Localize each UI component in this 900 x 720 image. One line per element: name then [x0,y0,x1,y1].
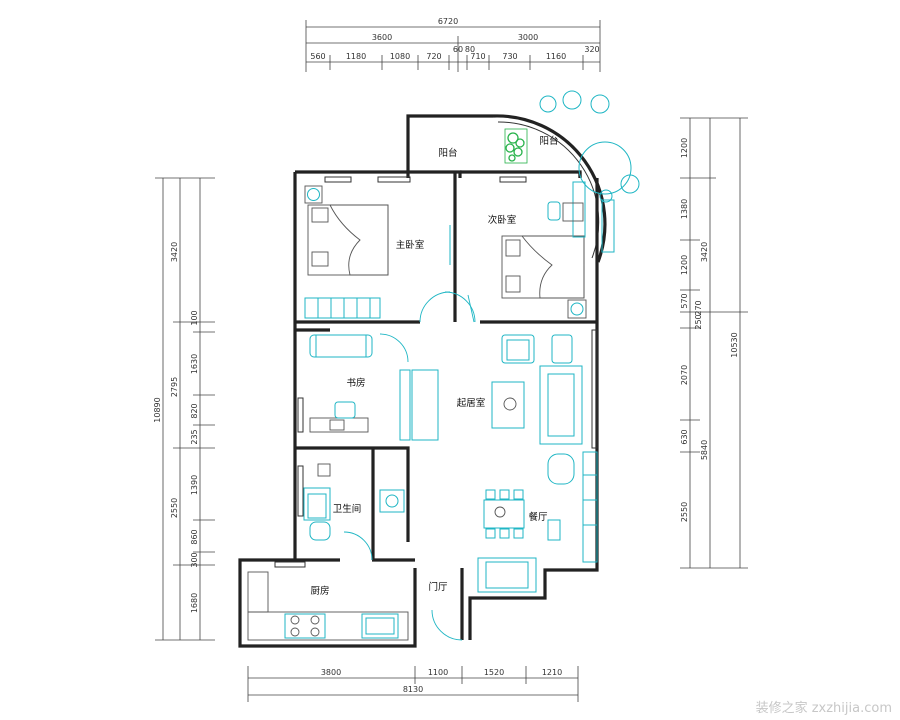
furniture-bathroom [303,463,405,541]
dim-top-fine-5: 80 [465,45,475,54]
dim-bottom-total: 8130 [403,685,423,694]
room-label-entrance: 门厅 [428,581,448,593]
dim-left-fine-1: 1630 [190,354,199,374]
furniture-kitchen [247,571,409,641]
dim-bottom-3: 1210 [542,668,562,677]
dim-top-fine-3: 720 [426,52,441,61]
dim-top-fine-2: 1080 [390,52,410,61]
dim-right-fine-8: 2550 [680,502,689,522]
room-label-master-bedroom: 主卧室 [396,239,425,251]
dim-top-fine-9: 320 [584,45,599,54]
dim-top-fine-4: 60 [453,45,463,54]
dim-bottom-0: 3800 [321,668,341,677]
room-label-kitchen: 厨房 [310,585,329,597]
room-label-balcony-left: 阳台 [438,147,457,159]
dim-left-fine-7: 1680 [190,593,199,613]
dimension-top: 6720 3600 3000 560 1180 1080 720 60 80 7… [305,17,601,72]
room-label-second-bedroom: 次卧室 [488,214,517,226]
dimension-right: 10530 3420 5840 1200 1380 1200 570 270 2… [680,117,748,569]
dim-bottom-2: 1520 [484,668,504,677]
dim-top-fine-6: 710 [470,52,485,61]
dim-right-fine-3: 570 [680,293,689,308]
dim-top-fine-1: 1180 [346,52,366,61]
furniture-balcony [504,90,640,203]
dimension-left: 10890 3420 2795 2550 100 1630 820 235 13… [153,177,215,641]
windows [274,176,598,568]
dim-top-total: 6720 [438,17,458,26]
dim-left-fine-0: 100 [190,310,199,325]
dim-top-fine-8: 1160 [546,52,566,61]
plant-icon [504,128,528,164]
furniture-study [309,334,439,441]
dim-left-total: 10890 [153,397,162,422]
dim-left-mid-1: 2795 [170,377,179,397]
dim-right-mid-1: 5840 [700,440,709,460]
room-label-dining: 餐厅 [528,511,548,523]
furniture-dining [477,489,561,593]
dim-top-fine-0: 560 [310,52,325,61]
dim-right-fine-7: 630 [680,429,689,444]
dim-right-fine-1: 1380 [680,199,689,219]
room-label-balcony-right: 阳台 [539,135,558,147]
dim-left-fine-2: 820 [190,403,199,418]
dim-top-fine-7: 730 [502,52,517,61]
furniture-master-bedroom [304,185,451,319]
dim-right-mid-0: 3420 [700,242,709,262]
dimension-bottom: 3800 1100 1520 1210 8130 [247,666,579,702]
dim-right-fine-4: 270 [694,300,703,315]
furniture-second-bedroom [501,181,615,319]
dim-top-mid-1: 3000 [518,33,538,42]
dim-left-fine-6: 300 [190,552,199,567]
dim-right-fine-5: 250 [694,314,703,329]
dim-bottom-1: 1100 [428,668,448,677]
dim-right-fine-6: 2070 [680,365,689,385]
dim-right-fine-2: 1200 [680,255,689,275]
walls [238,114,607,648]
dim-left-mid-2: 2550 [170,498,179,518]
doors [343,291,476,641]
dim-left-fine-3: 235 [190,429,199,444]
dim-top-mid-0: 3600 [372,33,392,42]
room-label-study: 书房 [346,377,365,389]
dim-right-fine-0: 1200 [680,138,689,158]
room-labels: 阳台 阳台 主卧室 次卧室 书房 起居室 卫生间 餐厅 厨房 门厅 [310,135,558,597]
dim-right-total: 10530 [730,332,739,357]
furniture-living [491,334,598,563]
dim-left-fine-4: 1390 [190,475,199,495]
dim-left-mid-0: 3420 [170,242,179,262]
room-label-bathroom: 卫生间 [333,503,362,515]
room-label-living-room: 起居室 [457,397,486,409]
watermark-text: 装修之家 zxzhijia.com [756,700,892,716]
dim-left-fine-5: 860 [190,529,199,544]
